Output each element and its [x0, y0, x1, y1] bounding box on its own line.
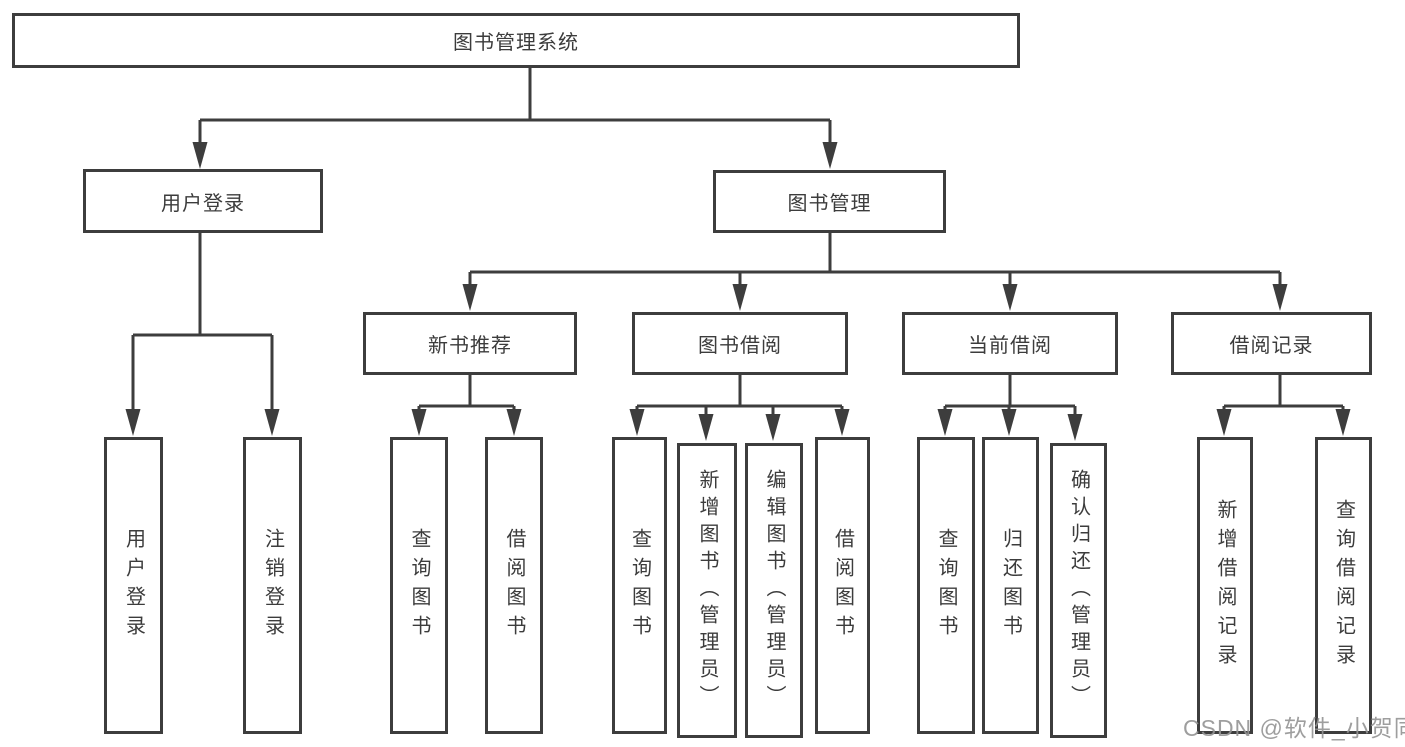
leaf-confirm-return-admin: 确认归还（管理员）	[1050, 443, 1107, 738]
node-new-book-recommend: 新书推荐	[363, 312, 577, 375]
node-current-borrow: 当前借阅	[902, 312, 1118, 375]
leaf-query-books-3: 查询图书	[917, 437, 975, 734]
node-book-management: 图书管理	[713, 170, 946, 233]
leaf-logout: 注销登录	[243, 437, 302, 734]
node-user-login: 用户登录	[83, 169, 323, 233]
leaf-edit-book-admin: 编辑图书（管理员）	[745, 443, 803, 738]
leaf-add-borrow-record: 新增借阅记录	[1197, 437, 1253, 734]
leaf-add-book-admin: 新增图书（管理员）	[677, 443, 737, 738]
leaf-query-borrow-record: 查询借阅记录	[1315, 437, 1372, 734]
leaf-borrow-books-2: 借阅图书	[815, 437, 870, 734]
leaf-return-books: 归还图书	[982, 437, 1039, 734]
watermark: CSDN @软件_小贺同学	[1183, 715, 1405, 741]
arrowheads	[125, 142, 1351, 441]
node-library-system: 图书管理系统	[12, 13, 1020, 68]
leaf-borrow-books: 借阅图书	[485, 437, 543, 734]
leaf-user-login: 用户登录	[104, 437, 163, 734]
node-book-borrow: 图书借阅	[632, 312, 848, 375]
leaf-query-books-2: 查询图书	[612, 437, 667, 734]
node-borrow-records: 借阅记录	[1171, 312, 1372, 375]
leaf-query-books: 查询图书	[390, 437, 448, 734]
